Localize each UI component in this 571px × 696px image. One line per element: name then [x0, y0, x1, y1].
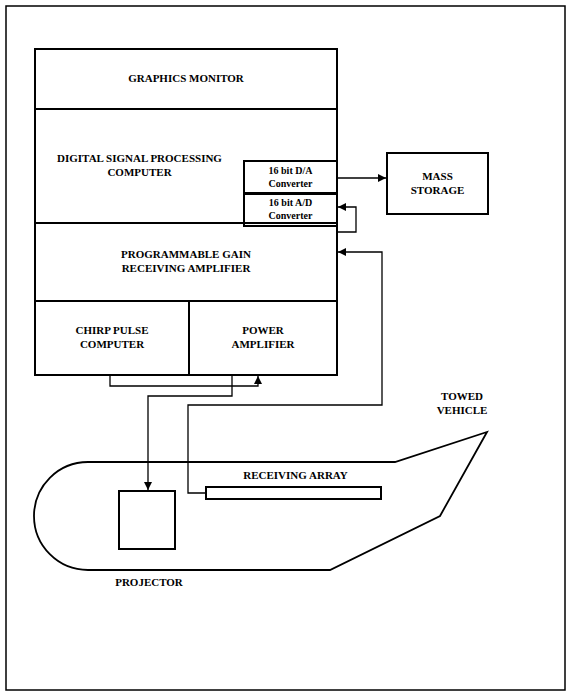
signal-connector: [338, 207, 356, 232]
vehicle-hull: [30, 388, 492, 578]
page-frame: [6, 6, 565, 690]
processor-box: DIGITAL SIGNAL PROCESSING COMPUTER 16 bit…: [34, 108, 338, 224]
box-label: DIGITAL SIGNAL PROCESSING COMPUTER: [50, 152, 230, 180]
amplifier-box: POWER AMPLIFIER: [188, 300, 338, 376]
text-region: CHIRP PULSE COMPUTER: [36, 302, 188, 374]
text-region: 16 bit D/A Converter: [245, 162, 336, 193]
amplifier-box: PROGRAMMABLE GAIN RECEIVING AMPLIFIER: [34, 222, 338, 302]
box-label: GRAPHICS MONITOR: [128, 72, 244, 86]
box-label: CHIRP PULSE COMPUTER: [60, 324, 164, 352]
text-region: MASS STORAGE: [388, 154, 487, 213]
signal-connector: [338, 177, 386, 178]
box-label: PROJECTOR: [90, 576, 208, 590]
monitor-box: GRAPHICS MONITOR: [34, 48, 338, 110]
box-label: 16 bit D/A Converter: [252, 165, 330, 190]
converter-box: 16 bit D/A Converter: [243, 160, 338, 195]
storage-box: MASS STORAGE: [386, 152, 489, 215]
vehicle-outline: TOWED VEHICLERECEIVING ARRAYPROJECTOR: [30, 388, 492, 578]
signal-connector: [188, 252, 382, 493]
box-label: TOWED VEHICLE: [422, 390, 502, 418]
signal-connector: [148, 376, 232, 490]
text-region: 16 bit A/D Converter: [245, 194, 336, 225]
pulse-computer-box: CHIRP PULSE COMPUTER: [34, 300, 190, 376]
signal-connector: [110, 376, 258, 386]
vehicle-hull-line: [34, 432, 487, 570]
text-region: PROGRAMMABLE GAIN RECEIVING AMPLIFIER: [36, 224, 336, 300]
box-label: 16 bit A/D Converter: [252, 197, 330, 222]
projector-box: PROJECTOR: [118, 490, 176, 550]
box-label: MASS STORAGE: [402, 170, 474, 198]
box-label: POWER AMPLIFIER: [218, 324, 308, 352]
text-region: DIGITAL SIGNAL PROCESSING COMPUTER: [36, 110, 243, 222]
box-label: PROGRAMMABLE GAIN RECEIVING AMPLIFIER: [91, 248, 281, 276]
array-bar: RECEIVING ARRAY: [205, 486, 382, 500]
box-label: RECEIVING ARRAY: [187, 469, 404, 483]
text-region: GRAPHICS MONITOR: [36, 50, 336, 108]
text-region: POWER AMPLIFIER: [190, 302, 336, 374]
